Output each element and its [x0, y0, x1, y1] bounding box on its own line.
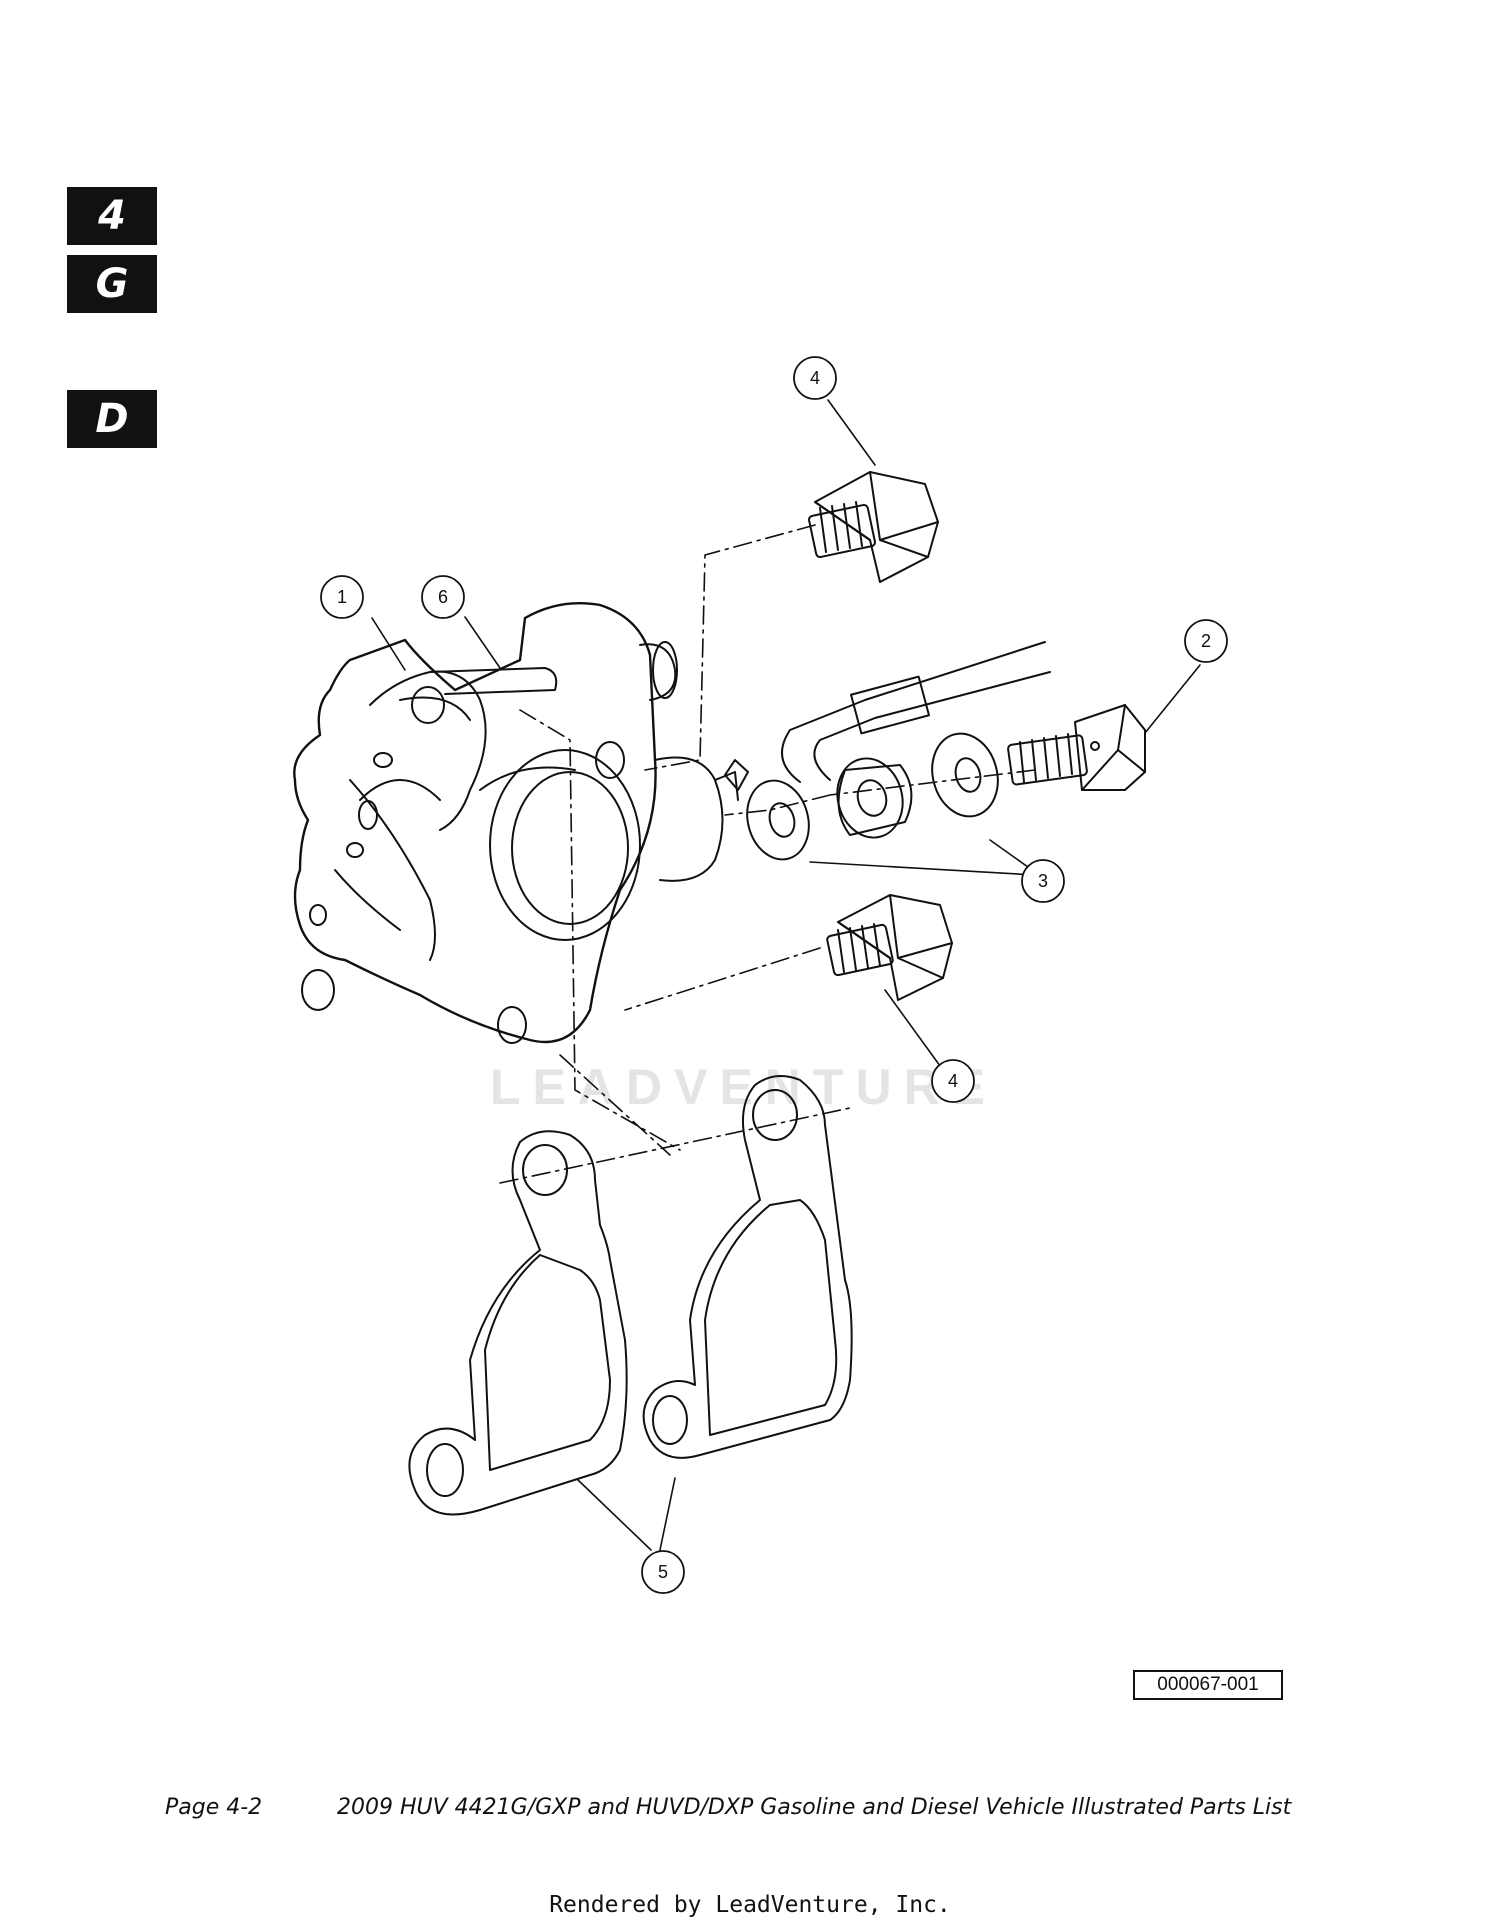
- bolt-upper: [808, 471, 939, 583]
- figure-id: 000067-001: [1133, 1670, 1283, 1700]
- callout-2: 2: [1201, 631, 1211, 651]
- washers-and-fitting: [724, 641, 1051, 861]
- callout-1: 1: [337, 587, 347, 607]
- rendered-by-credit: Rendered by LeadVenture, Inc.: [549, 1892, 951, 1918]
- footer-document-title: 2009 HUV 4421G/GXP and HUVD/DXP Gasoline…: [337, 1795, 1292, 1820]
- section-tab-g: G: [67, 255, 157, 313]
- callout-5: 5: [658, 1562, 668, 1582]
- footer-page-number: Page 4-2: [165, 1795, 263, 1820]
- banjo-bolt: [1007, 704, 1146, 791]
- leader-lines: [371, 399, 1201, 1551]
- callout-6: 6: [438, 587, 448, 607]
- callout-circles: [320, 356, 1228, 1594]
- section-tab-d: D: [67, 390, 157, 448]
- section-tab-4: 4: [67, 187, 157, 245]
- callout-4-upper: 4: [810, 368, 820, 388]
- watermark: LEADVENTURE: [490, 1059, 998, 1115]
- alignment-lines: [499, 524, 1036, 1184]
- brake-pads: [408, 1075, 853, 1516]
- callout-3: 3: [1038, 871, 1048, 891]
- bolt-lower: [826, 894, 953, 1001]
- caliper-assembly: [293, 602, 739, 1044]
- callout-4-lower: 4: [948, 1071, 958, 1091]
